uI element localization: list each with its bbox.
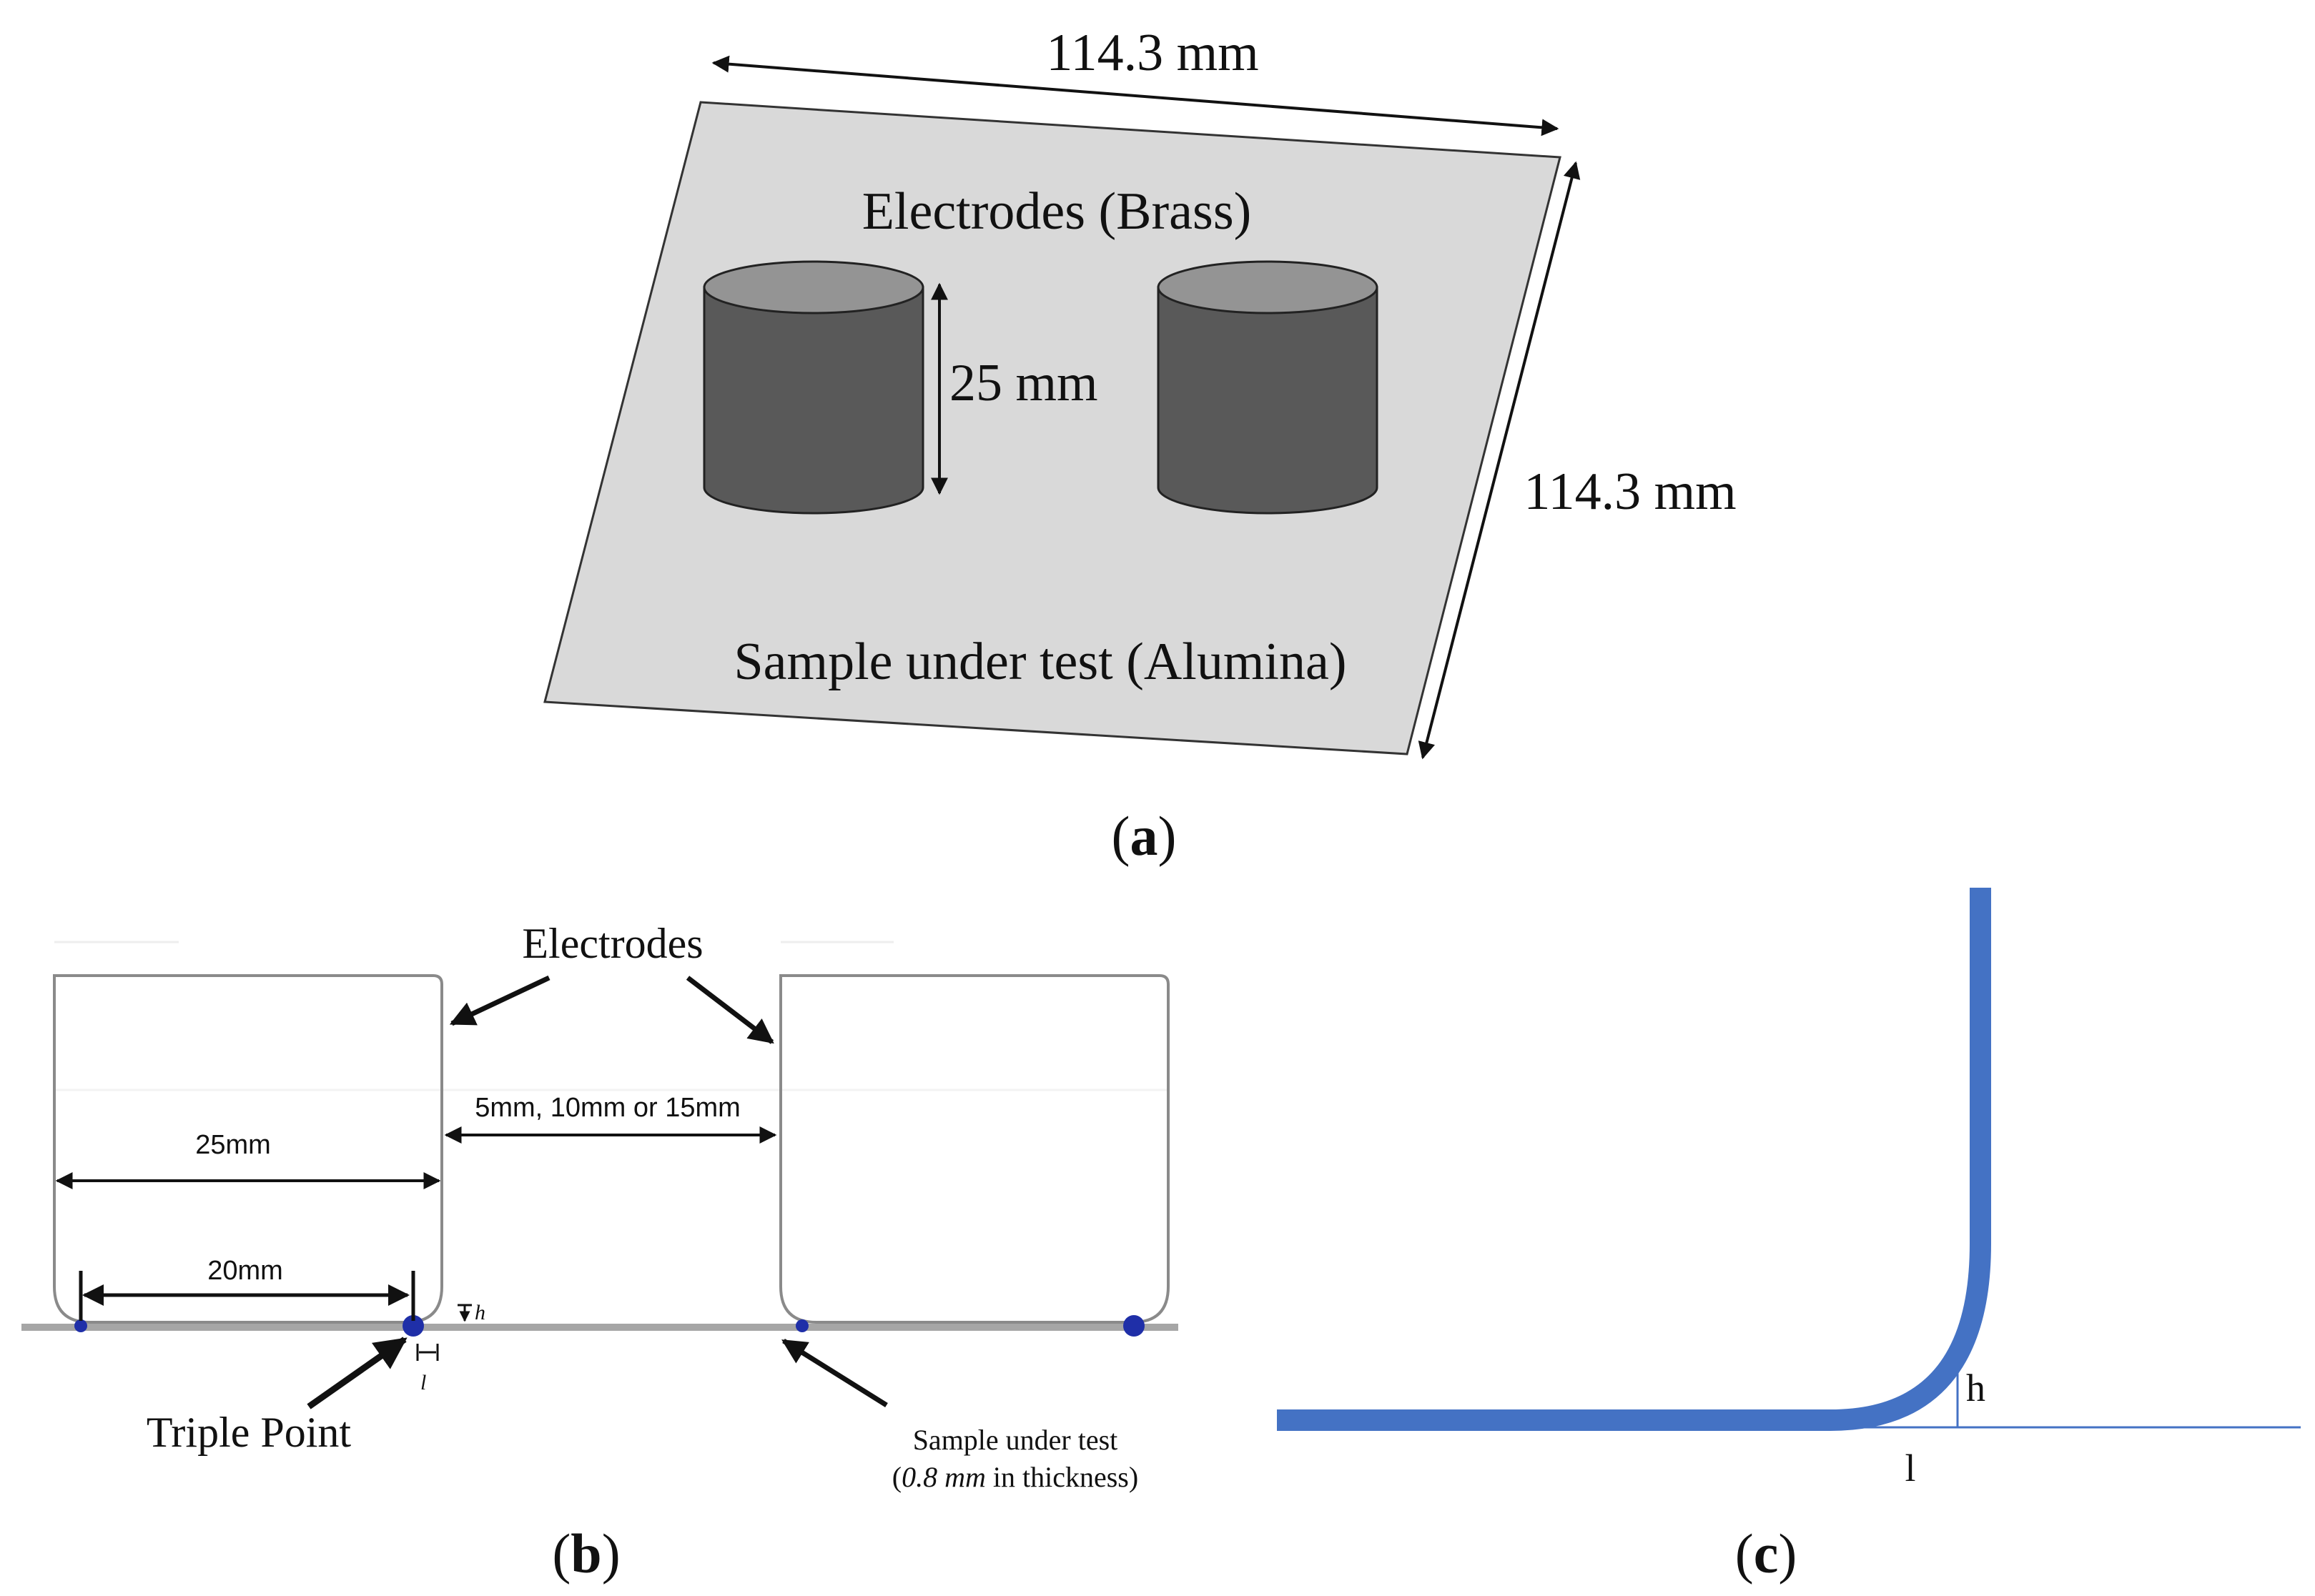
triple-point-dot: [1123, 1315, 1145, 1337]
alumina-sample-label: Sample under test (Alumina): [734, 633, 1347, 691]
h-label-c: h: [1966, 1367, 1985, 1409]
sample-under-test-label: Sample under test: [913, 1424, 1118, 1456]
panel-a: 114.3 mm 114.3 mm Electrodes (Brass) 25 …: [543, 24, 1737, 867]
panel-b: Electrodes 5mm, 10mm or 15mm 25mm 20mm h…: [21, 920, 1178, 1585]
triple-point-label: Triple Point: [147, 1409, 352, 1456]
gap-dimension-label: 5mm, 10mm or 15mm: [475, 1093, 741, 1123]
left-electrode-outline: [53, 974, 443, 1324]
width-25mm-label: 25mm: [195, 1130, 271, 1160]
electrodes-label: Electrodes: [522, 920, 703, 967]
triple-point-dot: [796, 1319, 809, 1332]
width-dimension-label: 114.3 mm: [1046, 24, 1258, 82]
panel-a-caption: (a): [1112, 805, 1177, 867]
panel-c-caption: (c): [1735, 1522, 1797, 1585]
electrodes-pointer-left: [449, 975, 551, 1026]
depth-dimension-label: 114.3 mm: [1524, 462, 1736, 521]
h-label: h: [475, 1301, 485, 1324]
electrode-edge-profile: [1277, 888, 1991, 1431]
electrodes-pointer-right: [686, 976, 774, 1044]
triple-point-dot: [403, 1315, 424, 1337]
l-label-c: l: [1905, 1447, 1915, 1490]
l-label: l: [420, 1371, 426, 1394]
right-electrode-cylinder: [1157, 260, 1378, 515]
width-dimension-arrow: [711, 55, 1559, 137]
electrodes-brass-label: Electrodes (Brass): [862, 182, 1252, 241]
triple-point-arrow: [307, 1337, 408, 1409]
height-dimension-label: 25 mm: [949, 354, 1098, 412]
left-electrode-cylinder: [703, 260, 924, 515]
sample-thickness-label: (0.8 mm in thickness): [892, 1461, 1138, 1493]
sample-pointer-arrow: [781, 1339, 888, 1407]
triple-point-dot: [74, 1319, 87, 1332]
width-20mm-label: 20mm: [207, 1256, 283, 1286]
depth-dimension-arrow: [1418, 161, 1581, 760]
panel-b-caption: (b): [552, 1522, 620, 1585]
panel-c: h l (c): [1277, 888, 2301, 1585]
right-electrode-outline: [779, 974, 1170, 1324]
